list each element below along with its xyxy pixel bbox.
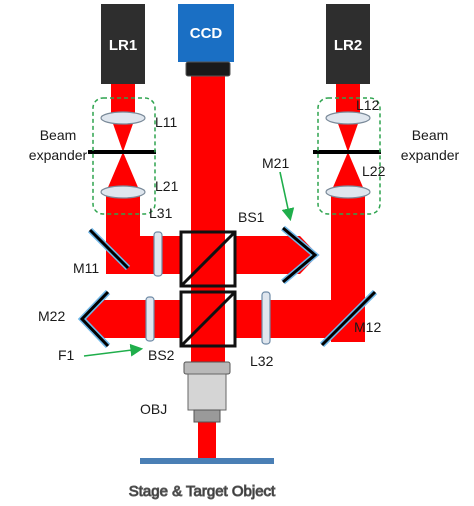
lens-l31 [153, 231, 163, 277]
expander-left-line2: expander [29, 147, 88, 163]
beam-m22-reflect [83, 300, 100, 338]
lens-l22 [325, 185, 371, 199]
caption-stage: Stage & Target Object [129, 483, 276, 500]
beam-m12-bs2 [235, 300, 365, 338]
label-f1: F1 [58, 347, 75, 363]
beam-splitter-2 [179, 290, 237, 348]
laser-lr1: LR1 [101, 4, 145, 84]
beam-ccd-column [191, 76, 225, 366]
expander-right-line1: Beam [412, 127, 449, 143]
laser-lr1-label: LR1 [109, 37, 137, 54]
expander-left-line1: Beam [40, 127, 77, 143]
stage-plate [140, 458, 274, 464]
label-l22: L22 [362, 163, 386, 179]
label-bs2: BS2 [148, 347, 175, 363]
mirror-m12 [319, 289, 378, 348]
camera-ccd-label: CCD [190, 25, 223, 42]
lens-l32 [261, 291, 271, 345]
camera-ccd: CCD [178, 4, 234, 77]
expander-right-line2: expander [401, 147, 460, 163]
label-bs1: BS1 [238, 209, 265, 225]
laser-lr2-label: LR2 [334, 37, 362, 54]
beam-m21-reflect [283, 236, 318, 274]
label-l12: L12 [356, 97, 380, 113]
filter-f1 [145, 296, 155, 342]
objective-lens [183, 361, 231, 423]
label-l11: L11 [155, 114, 178, 130]
mirror-m22 [77, 289, 111, 349]
label-l31: L31 [149, 205, 173, 221]
f1-pointer-arrow [83, 343, 144, 357]
expander-left-outline [92, 97, 156, 215]
laser-lr2: LR2 [326, 4, 370, 84]
label-m11: M11 [73, 260, 99, 276]
mirror-m21 [281, 225, 320, 285]
beam-lr1-diverge [106, 152, 140, 192]
beam-lr1-cone [111, 118, 135, 152]
lens-l12 [325, 111, 371, 125]
label-m22: M22 [38, 308, 65, 324]
label-m12: M12 [354, 319, 381, 335]
lens-l21 [100, 185, 146, 199]
lens-l11 [100, 111, 146, 125]
beam-lr2-diverge [331, 152, 365, 192]
beam-splitter-1 [179, 230, 237, 288]
label-l32: L32 [250, 353, 274, 369]
beam-lr2-cone [336, 118, 360, 152]
mirror-m11 [87, 227, 131, 271]
expander-right-outline [317, 97, 381, 215]
label-l21: L21 [155, 178, 179, 194]
beam-bs2-m22 [100, 300, 181, 338]
label-m21: M21 [262, 155, 289, 171]
label-obj: OBJ [140, 401, 167, 417]
m21-pointer-arrow [279, 171, 295, 222]
beam-objective-out [198, 420, 216, 460]
